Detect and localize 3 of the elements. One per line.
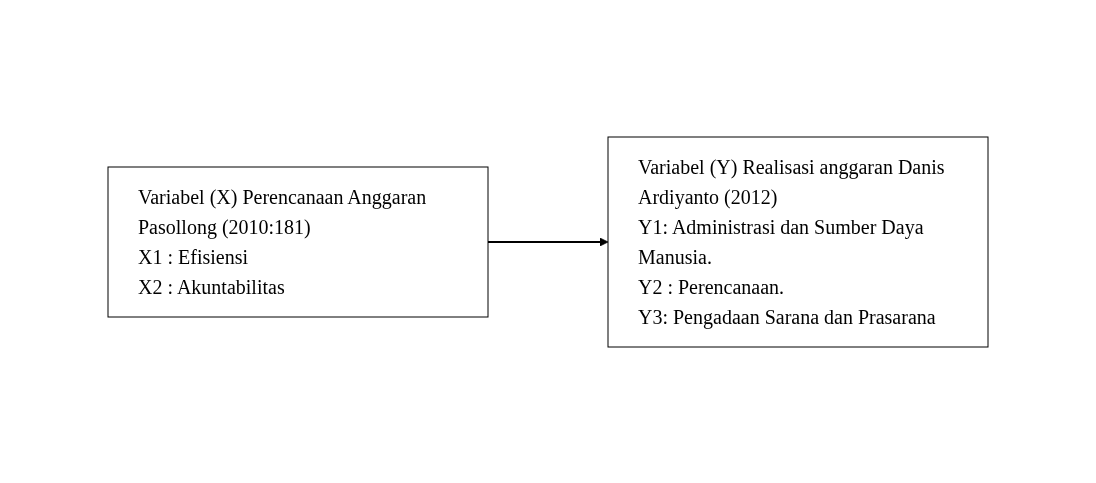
node-box: Variabel (Y) Realisasi anggaran Danis Ardiyanto (2012) Y1: Administrasi dan Sumber Daya Manusia. Y2 : Perencanaan. Y3: Pengadaan Sarana dan Prasarana	[607, 136, 989, 347]
arrow	[487, 237, 609, 246]
node-box: Variabel (X) Perencanaan Anggaran Pasollong (2010:181) X1 : Efisiensi X2 : Akuntabilitas	[107, 166, 489, 317]
